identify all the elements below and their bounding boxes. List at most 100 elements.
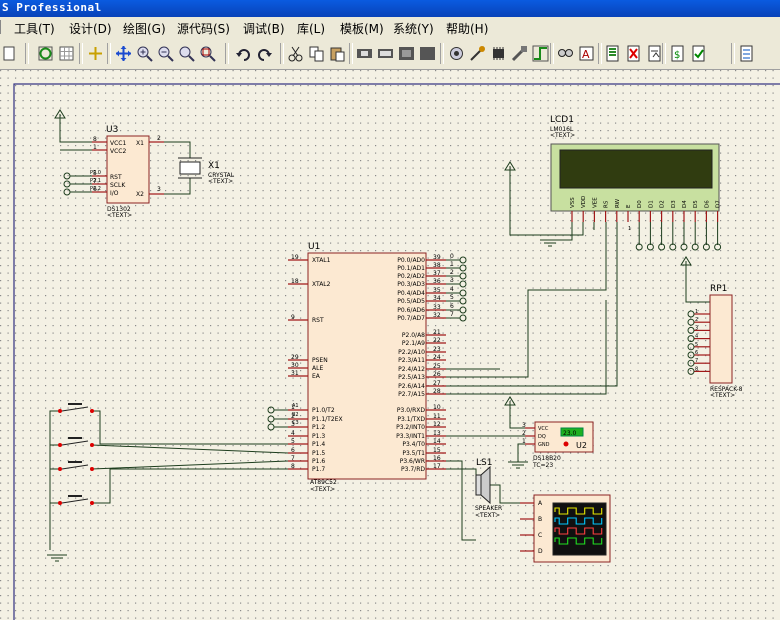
scope-trace: [554, 517, 603, 525]
wire: [49, 410, 60, 550]
new-sheet-icon[interactable]: [605, 45, 622, 62]
net-terminal: [687, 367, 695, 375]
scope-channel-label: B: [538, 516, 542, 523]
zoom-in-icon[interactable]: [136, 45, 153, 62]
rp1-net-label: 8: [695, 366, 698, 372]
net-terminal: [459, 256, 467, 264]
wire-autoroute-icon[interactable]: [532, 45, 549, 62]
u1-pin-number: 32: [433, 312, 441, 319]
wire: [164, 178, 191, 195]
x1-body: [179, 161, 201, 175]
rp1-net-label: 5: [695, 342, 698, 348]
undo-icon[interactable]: [235, 45, 252, 62]
zoom-area-icon[interactable]: [199, 45, 216, 62]
copy-icon[interactable]: [308, 45, 325, 62]
redo-icon[interactable]: [256, 45, 273, 62]
bom-icon[interactable]: $: [670, 45, 687, 62]
u3-pin-label: VCC1: [110, 140, 126, 147]
menu-template[interactable]: 模板(M): [340, 22, 384, 36]
menu-bar: 工具(T) 设计(D) 绘图(G) 源代码(S) 调试(B) 库(L) 模板(M…: [0, 17, 780, 39]
exit-to-parent-icon[interactable]: [647, 45, 664, 62]
block-copy-icon[interactable]: [356, 45, 373, 62]
block-rotate-icon[interactable]: [398, 45, 415, 62]
menu-debug[interactable]: 调试(B): [243, 22, 285, 36]
block-move-icon[interactable]: [377, 45, 394, 62]
ls1-part: SPEAKER: [475, 505, 502, 512]
pick-device-icon[interactable]: [448, 45, 465, 62]
block-delete-icon[interactable]: [419, 45, 436, 62]
u1-p0-net: 4: [450, 286, 454, 293]
ls1-cone: [480, 465, 491, 505]
lcd1-text: <TEXT>: [550, 132, 575, 139]
u3-pin-label: RST: [110, 174, 122, 181]
u1-pin-label: P0.0/AD0: [397, 257, 425, 264]
wire: [92, 410, 288, 445]
u1-pin-label: P1.7: [312, 466, 325, 473]
u1-pin-number: 19: [291, 254, 299, 261]
button-terminal: [58, 409, 62, 413]
svg-text:$: $: [674, 50, 680, 61]
u2-reading: 23.0: [563, 430, 577, 437]
menu-source[interactable]: 源代码(S): [177, 22, 230, 36]
make-device-icon[interactable]: [469, 45, 486, 62]
lcd1-pin-label: RS: [604, 200, 610, 208]
u1-p1-net: A1: [292, 403, 299, 409]
refresh-icon[interactable]: [37, 45, 54, 62]
u1-p0-net: 0: [450, 253, 454, 260]
u1-pin-number: 29: [291, 354, 299, 361]
pan-icon[interactable]: [115, 45, 132, 62]
menu-library[interactable]: 库(L): [297, 22, 326, 36]
property-assign-icon[interactable]: A: [578, 45, 595, 62]
u1-pin-number: 16: [433, 455, 441, 462]
toolbar-separator: [550, 43, 554, 64]
new-file-icon[interactable]: [1, 45, 18, 62]
wire: [685, 275, 710, 303]
u1-pin-label: P0.2/AD2: [397, 273, 425, 280]
erc-icon[interactable]: [691, 45, 708, 62]
button-contact: [61, 464, 89, 470]
package-tool-icon[interactable]: [490, 45, 507, 62]
net-terminal: [267, 415, 275, 423]
grid-icon[interactable]: [58, 45, 75, 62]
lcd1-pin-label: D4: [682, 200, 688, 208]
u1-pin-label: P1.0/T2: [312, 407, 335, 414]
u1-p0-net: 3: [450, 277, 454, 284]
scope-trace: [554, 537, 603, 545]
cut-icon[interactable]: [287, 45, 304, 62]
scope-trace: [554, 507, 603, 515]
search-icon[interactable]: [557, 45, 574, 62]
power-icon: [680, 256, 692, 266]
zoom-all-icon[interactable]: [178, 45, 195, 62]
u2-pin-number: 1: [522, 438, 526, 445]
net-terminal: [687, 326, 695, 334]
menu-design[interactable]: 设计(D): [69, 22, 112, 36]
u1-p1-net: B2: [292, 412, 299, 418]
u1-pin-number: 15: [433, 447, 441, 454]
u1-pin-number: 23: [433, 346, 441, 353]
title-bar: S Professional: [0, 0, 780, 17]
button-terminal: [58, 501, 62, 505]
menu-tools[interactable]: 工具(T): [14, 22, 55, 36]
menu-graph[interactable]: 绘图(G): [123, 22, 166, 36]
scope-channel-label: C: [538, 532, 542, 539]
remove-sheet-icon[interactable]: [626, 45, 643, 62]
schematic-canvas[interactable]: U3DS1302<TEXT>VCC18VCC21RST5SCLK7I/O6X1X…: [0, 70, 780, 620]
menu-help[interactable]: 帮助(H): [446, 22, 489, 36]
origin-icon[interactable]: [87, 45, 104, 62]
u3-pin-number: 6: [93, 186, 97, 193]
u1-pin-number: 22: [433, 337, 441, 344]
net-terminal: [63, 188, 71, 196]
u1-pin-number: 34: [433, 295, 441, 302]
menu-system[interactable]: 系统(Y): [393, 22, 434, 36]
lcd1-pin-label: RW: [615, 198, 621, 208]
wire: [509, 415, 525, 429]
u1-pin-label: P0.1/AD1: [397, 265, 425, 272]
net-terminal: [459, 264, 467, 272]
ls1-text: <TEXT>: [475, 512, 500, 519]
netlist-icon[interactable]: [739, 45, 756, 62]
decompose-icon[interactable]: [511, 45, 528, 62]
button-terminal: [90, 467, 94, 471]
zoom-out-icon[interactable]: [157, 45, 174, 62]
paste-icon[interactable]: [329, 45, 346, 62]
